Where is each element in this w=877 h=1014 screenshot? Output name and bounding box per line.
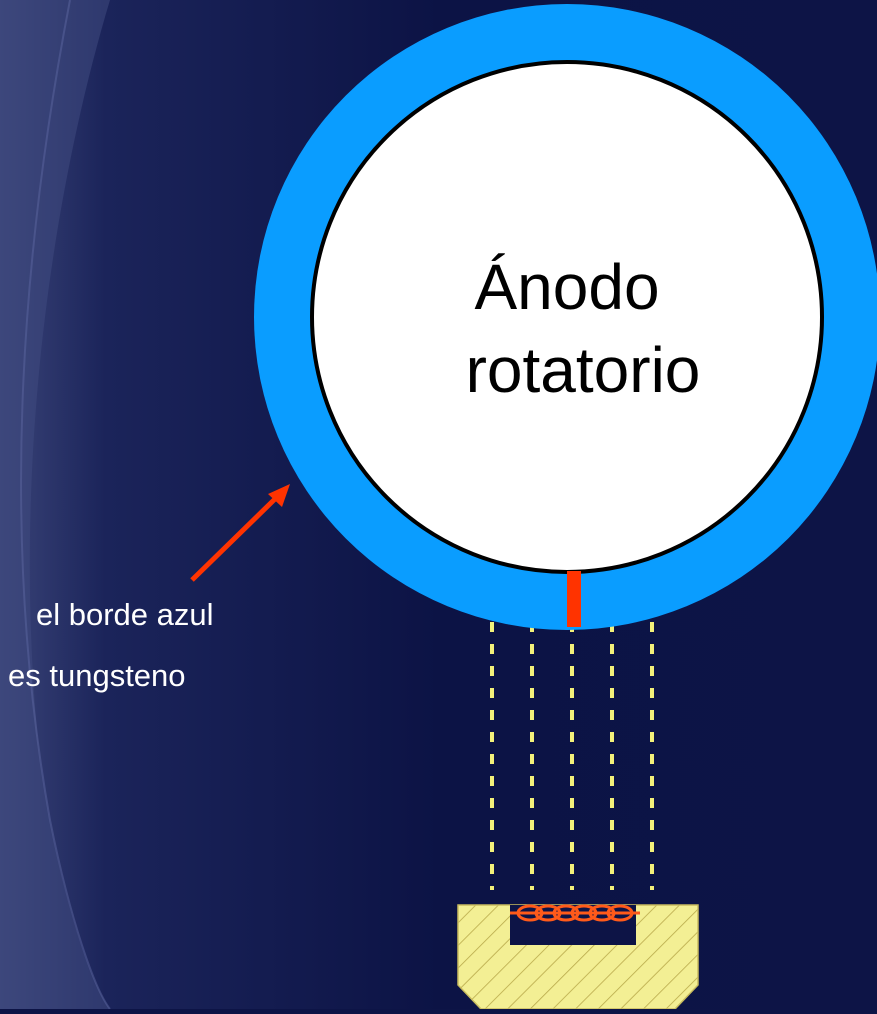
filament-coil-icon [510, 904, 640, 922]
anode-label-line1: Ánodo [474, 251, 660, 323]
background-swoosh [0, 0, 110, 1009]
annotation-line1: el borde azul [36, 597, 214, 632]
anode-label-line2: rotatorio [465, 334, 701, 406]
electron-beam [490, 600, 654, 890]
annotation-line2: es tungsteno [8, 658, 186, 693]
focal-spot [567, 571, 581, 627]
background-swoosh-edge [20, 0, 111, 1010]
red-arrow-icon [190, 484, 290, 582]
